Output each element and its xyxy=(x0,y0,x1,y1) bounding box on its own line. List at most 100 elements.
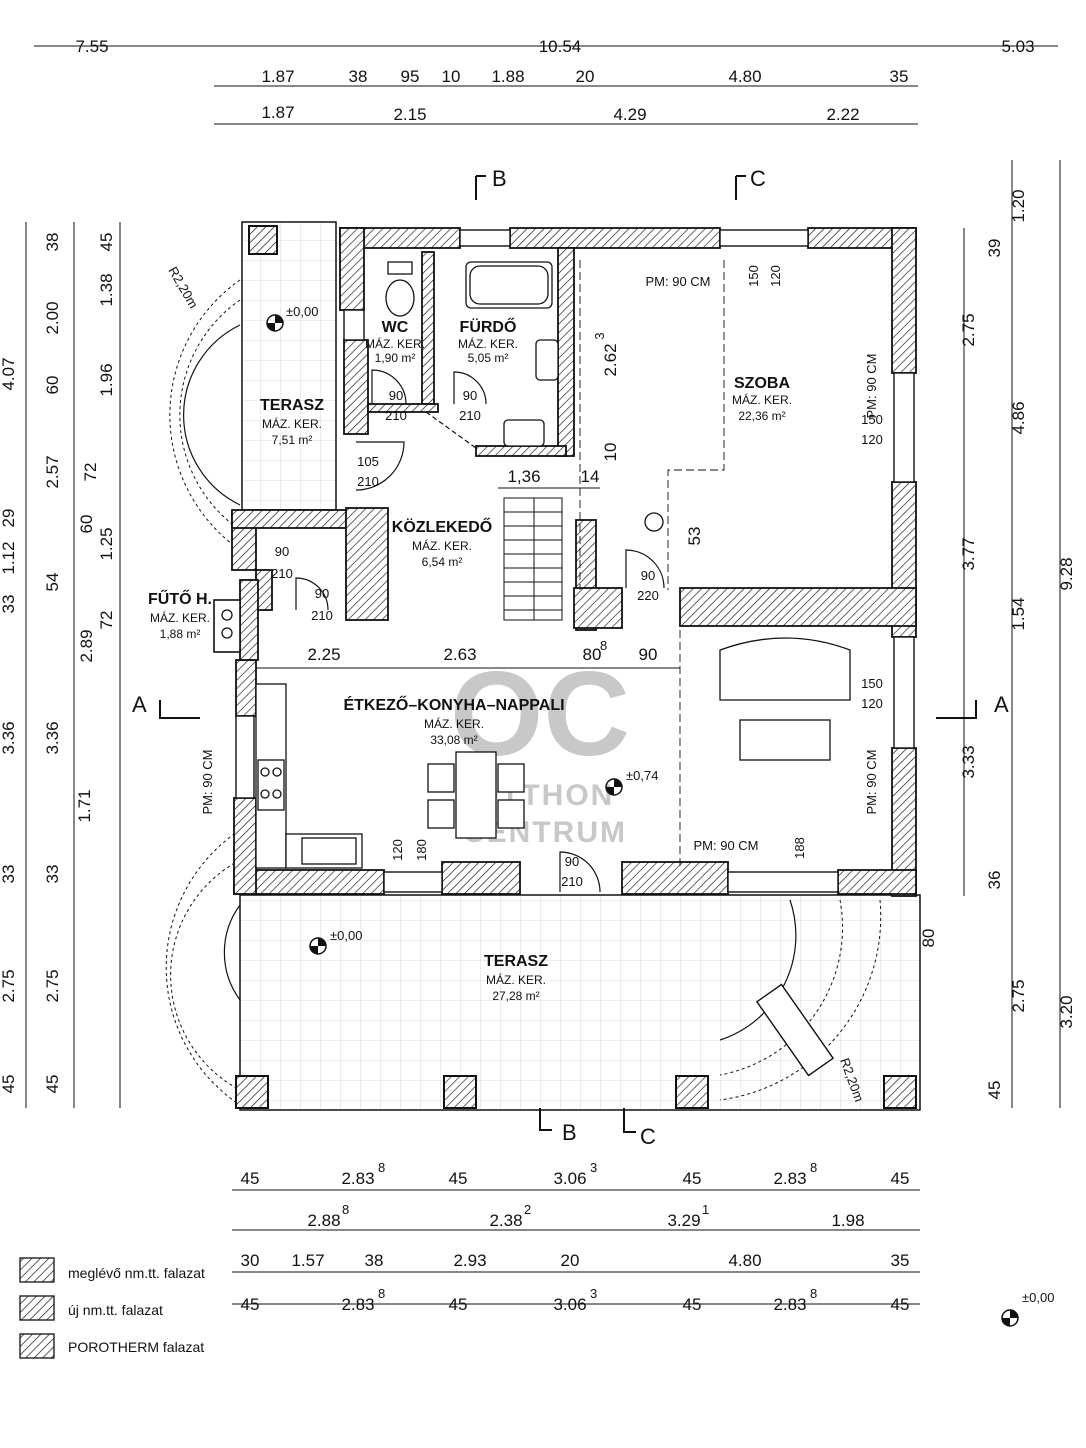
dim-text: 2.88 xyxy=(307,1211,340,1230)
room-wc-area: 1,90 m² xyxy=(375,351,416,365)
dim-text: 4.29 xyxy=(613,105,646,124)
dim-text: 2.75 xyxy=(43,969,62,1002)
room-furdo-name: FÜRDŐ xyxy=(460,317,517,336)
dim-text: 1.57 xyxy=(291,1251,324,1270)
cooktop xyxy=(257,759,285,811)
terrace-top-arc-mid xyxy=(179,299,241,531)
dim-text: 38 xyxy=(43,233,62,252)
dim-text: 4.86 xyxy=(1009,401,1028,434)
chimney-body xyxy=(213,599,241,653)
opening-labels: 90 210 90 210 105 210 90 210 90 210 90 2… xyxy=(200,265,883,889)
dim-superscript: 8 xyxy=(810,1160,817,1175)
dim-text: 1.96 xyxy=(97,363,116,396)
toilet xyxy=(385,279,415,317)
window-bath xyxy=(459,229,511,247)
opening-label: 210 xyxy=(357,474,379,489)
wall-interior xyxy=(345,507,389,621)
opening-label: 120 xyxy=(768,265,783,287)
ceiling-line xyxy=(667,260,725,590)
opening-label: 120 xyxy=(861,696,883,711)
room-kozlekedo-area: 6,54 m² xyxy=(422,555,463,569)
dim-text: 3.33 xyxy=(959,745,978,778)
dim-text: 10 xyxy=(601,443,620,462)
room-terasz-top-name: TERASZ xyxy=(260,397,324,414)
section-label-C: C xyxy=(640,1124,656,1149)
wall-interior xyxy=(239,579,259,661)
dim-text: 2.75 xyxy=(959,313,978,346)
dim-superscript: 8 xyxy=(342,1202,349,1217)
opening-label: 120 xyxy=(861,432,883,447)
dim-text: 35 xyxy=(890,67,909,86)
dim-text: 10 xyxy=(442,67,461,86)
opening-label: 90 xyxy=(565,854,579,869)
dim-text: 2.83 xyxy=(773,1169,806,1188)
chair xyxy=(497,799,525,829)
dim-text: 14 xyxy=(581,467,600,486)
window-south xyxy=(383,871,443,893)
room-szoba-area: 22,36 m² xyxy=(738,409,785,423)
burner xyxy=(260,789,270,799)
burner xyxy=(272,789,282,799)
wc-sink xyxy=(503,419,545,447)
door-slide xyxy=(425,411,477,449)
legend-label: új nm.tt. falazat xyxy=(68,1302,163,1318)
pm-label: PM: 90 CM xyxy=(200,749,215,814)
room-kozlekedo-floor: MÁZ. KER. xyxy=(412,538,472,553)
room-kozlekedo-name: KÖZLEKEDŐ xyxy=(392,517,492,536)
terrace-stairs xyxy=(755,983,835,1077)
opening-label: 150 xyxy=(861,676,883,691)
opening-label: 188 xyxy=(792,837,807,859)
dim-text: 3.29 xyxy=(667,1211,700,1230)
dim-text: 36 xyxy=(985,871,1004,890)
dim-text: 33 xyxy=(0,595,18,614)
dim-text: 1.38 xyxy=(97,273,116,306)
opening-label: 90 xyxy=(275,544,289,559)
level-marker-legend: ±0,00 xyxy=(1001,1290,1054,1327)
fixtures xyxy=(255,261,851,869)
room-szoba-floor: MÁZ. KER. xyxy=(732,392,792,407)
terrace-bottom-arc-right-mid xyxy=(719,899,844,1076)
room-terasz-bottom-area: 27,28 m² xyxy=(492,989,539,1003)
stair-run xyxy=(503,497,563,621)
section-C-top-line xyxy=(735,175,746,200)
opening-label: 210 xyxy=(385,408,407,423)
dim-text: 45 xyxy=(891,1295,910,1314)
wall-interior xyxy=(573,587,623,629)
terrace-bottom-slab xyxy=(239,894,921,1111)
pm-label: PM: 90 CM xyxy=(645,274,710,289)
wall-interior xyxy=(557,247,575,457)
opening-label: 210 xyxy=(271,566,293,581)
level-text: ±0,00 xyxy=(1022,1290,1054,1305)
dim-text: 2.38 xyxy=(489,1211,522,1230)
terrace-top-slab xyxy=(241,221,337,511)
dim-text: 2.00 xyxy=(43,301,62,334)
level-text: ±0,00 xyxy=(286,304,318,319)
section-A-left-line xyxy=(159,700,200,719)
opening-label: 220 xyxy=(637,588,659,603)
dim-text: 2.63 xyxy=(443,645,476,664)
dim-text: 1,36 xyxy=(507,467,540,486)
window-wc xyxy=(343,309,365,341)
dim-text: 1.88 xyxy=(491,67,524,86)
wall-interior xyxy=(679,587,917,627)
dim-superscript: 8 xyxy=(378,1160,385,1175)
opening-label: 90 xyxy=(389,388,403,403)
pm-label: PM: 90 CM xyxy=(864,749,879,814)
terraces xyxy=(165,221,921,1111)
section-A-right-line xyxy=(936,700,977,719)
post xyxy=(235,1075,269,1109)
dim-text: 80 xyxy=(919,929,938,948)
window-south-living xyxy=(727,871,839,893)
dim-superscript: 3 xyxy=(590,1286,597,1301)
dim-text: 60 xyxy=(43,376,62,395)
section-label-B: B xyxy=(492,166,507,191)
dim-text: 2.57 xyxy=(43,455,62,488)
post xyxy=(443,1075,477,1109)
kitchen-sink xyxy=(301,837,357,865)
dim-text: 20 xyxy=(576,67,595,86)
dim-text: 54 xyxy=(43,573,62,592)
walls xyxy=(231,227,917,897)
terrace-bottom-arc-left-inner xyxy=(223,904,241,1001)
opening-label: 120 xyxy=(390,839,405,861)
dim-text: 4.80 xyxy=(728,67,761,86)
